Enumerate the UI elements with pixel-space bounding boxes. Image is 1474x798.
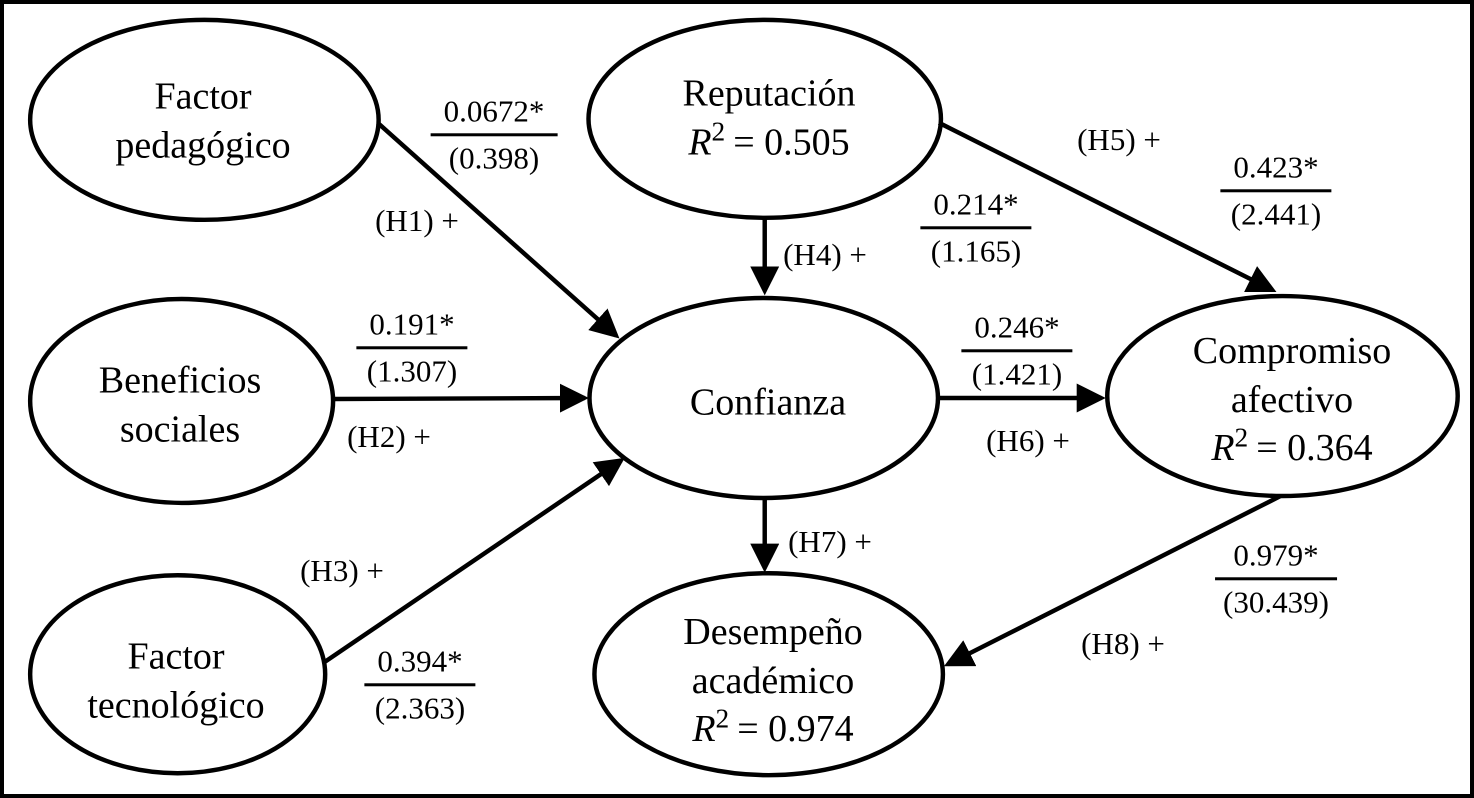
node-text: afectivo (1230, 378, 1354, 421)
path-arrow-h5 (937, 120, 1277, 293)
edge-hypothesis-h6: (H6) + (986, 423, 1070, 458)
node-label-desempeno-academico: Desempeño académico R2= 0.974 (683, 608, 862, 754)
node-ellipse-factor-pedagogico (27, 17, 381, 223)
t-value: (0.398) (448, 140, 540, 175)
t-value: (1.307) (366, 353, 458, 388)
t-value: (2.363) (374, 690, 466, 725)
node-ellipse-compromiso-afectivo (1105, 293, 1460, 499)
node-label-reputacion: Reputación R2= 0.505 (682, 69, 855, 166)
t-value: (1.421) (971, 356, 1063, 391)
node-text: tecnológico (87, 684, 265, 726)
edge-coefficient-h8: 0.979* (30.439) (1215, 538, 1337, 619)
t-value: (2.441) (1230, 196, 1322, 231)
node-r2-value: R2= 0.505 (688, 116, 850, 163)
edge-coefficient-h3: 0.394* (2.363) (364, 644, 476, 725)
node-label-factor-pedagogico: Factor pedagógico (115, 72, 290, 169)
edge-coefficient-h1: 0.0672* (0.398) (430, 94, 558, 175)
coefficient-value: 0.246* (961, 310, 1073, 352)
node-text: Desempeño (683, 611, 863, 654)
edge-hypothesis-h3: (H3) + (300, 553, 384, 588)
path-arrow-h8 (943, 494, 1282, 667)
coefficient-value: 0.394* (364, 644, 476, 686)
node-text: Beneficios (98, 359, 262, 402)
edge-hypothesis-h4: (H4) + (783, 237, 867, 272)
edge-hypothesis-h8: (H8) + (1081, 626, 1165, 661)
path-arrow-h2 (334, 383, 589, 413)
coefficient-value: 0.0672* (430, 94, 558, 136)
coefficient-value: 0.423* (1220, 150, 1332, 192)
edge-coefficient-h5: 0.423* (2.441) (1220, 150, 1332, 231)
t-value: (1.165) (930, 233, 1022, 268)
coefficient-value: 0.191* (356, 307, 468, 349)
node-ellipse-desempeno-academico (592, 571, 946, 778)
coefficient-value: 0.214* (920, 187, 1032, 229)
node-label-beneficios-sociales: Beneficios sociales (99, 356, 262, 453)
node-text: sociales (119, 408, 241, 450)
node-r2-value: R2= 0.974 (692, 703, 854, 751)
coefficient-value: 0.979* (1215, 538, 1337, 580)
edge-coefficient-h4: 0.214* (1.165) (920, 187, 1032, 268)
node-text: Confianza (689, 381, 847, 424)
edge-coefficient-h2: 0.191* (1.307) (356, 307, 468, 388)
edge-coefficient-h6: 0.246* (1.421) (961, 310, 1073, 391)
node-text: Compromiso (1192, 330, 1392, 373)
node-label-compromiso-afectivo: Compromiso afectivo R2= 0.364 (1193, 327, 1391, 473)
edge-hypothesis-h2: (H2) + (347, 419, 431, 454)
diagram-canvas (27, 17, 1460, 778)
node-ellipse-factor-tecnologico (27, 572, 328, 776)
edge-hypothesis-h5: (H5) + (1077, 122, 1161, 157)
edge-hypothesis-h1: (H1) + (375, 203, 459, 238)
node-ellipse-beneficios-sociales (27, 296, 336, 506)
node-label-confianza: Confianza (690, 379, 846, 428)
path-arrow-h1 (376, 121, 620, 339)
node-r2-value: R2= 0.364 (1211, 422, 1373, 470)
node-label-factor-tecnologico: Factor tecnológico (87, 632, 264, 729)
edge-hypothesis-h7: (H7) + (788, 524, 872, 559)
node-text: Factor (154, 75, 252, 118)
node-text: Reputación (682, 72, 856, 115)
node-text: académico (691, 659, 855, 702)
t-value: (30.439) (1223, 584, 1329, 619)
node-text: Factor (127, 635, 225, 678)
path-arrow-h3 (322, 457, 625, 665)
node-text: pedagógico (115, 124, 291, 166)
